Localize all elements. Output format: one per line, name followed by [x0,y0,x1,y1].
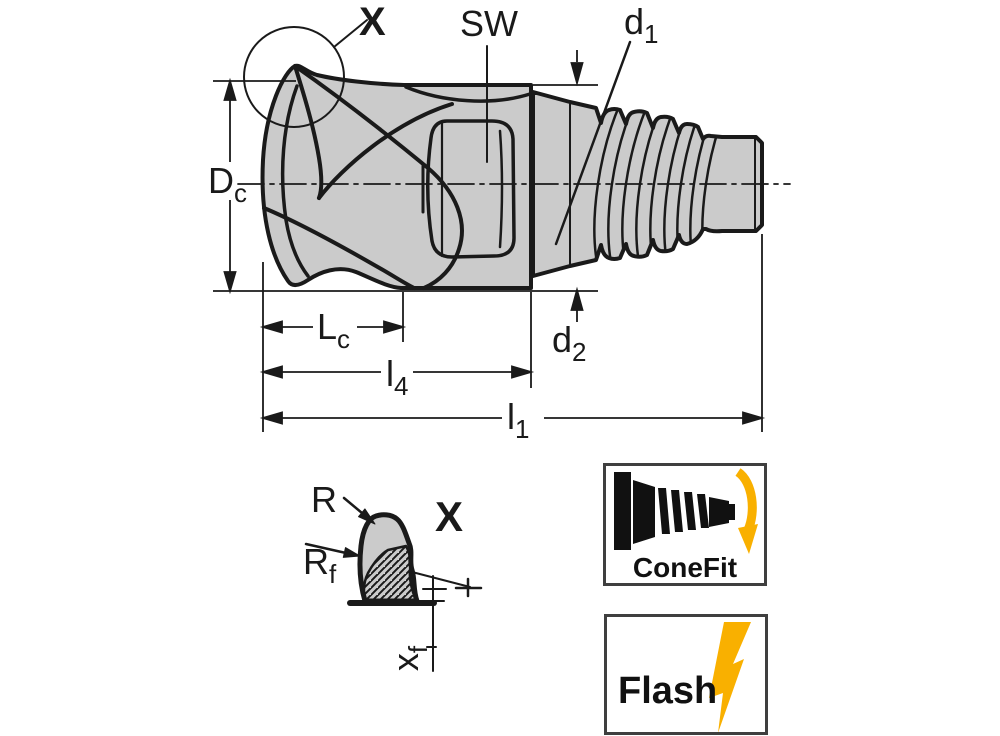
x-leader-line [333,19,368,48]
arrowhead [570,286,584,311]
flash-badge: Flash [604,614,768,735]
arrowhead [259,365,283,379]
detail-x-view [304,496,483,672]
detail-hatched-area [362,544,418,603]
rear-flute-top-edge [404,85,532,103]
rf-leader-arrow [304,542,361,558]
flute-lines [262,64,532,290]
label-rf: Rf [303,541,337,589]
label-d2: d2 [552,319,587,367]
d1-leader-line [554,40,632,246]
arrowhead [742,411,766,425]
label-x-marker: X [359,0,386,44]
dimensions [213,50,766,432]
cone-flange [614,472,631,550]
rotation-arrow-icon [735,468,758,554]
main-cutting-edge [293,64,464,290]
label-lc: Lc [317,306,351,354]
arrowhead [383,320,407,334]
arrowhead [511,365,535,379]
cone-thread-stripe [658,488,670,534]
label-l4: l4 [386,353,409,401]
cone-tip [709,497,729,527]
label-x-detail: X [435,493,464,540]
cone-tip-nub [729,504,735,520]
detail-circle [243,26,345,128]
arrowhead [259,411,283,425]
cone-thread-stripe [671,490,683,532]
tangent-leader-line [411,571,471,588]
label-xf: xf [385,645,434,672]
label-d1: d1 [624,1,659,49]
cone-collar [633,480,655,544]
label-dc: Dc [208,160,247,208]
gash-edge-a [293,64,324,200]
xf-dimension [411,571,483,672]
arrowhead [259,320,283,334]
dimension-l4 [259,365,535,379]
lightning-bolt-icon [709,622,751,732]
dimension-l1 [259,411,766,425]
label-r: R [311,479,337,520]
flash-label: Flash [618,670,718,712]
dimension-lc [259,320,407,334]
conefit-badge: ConeFit [603,463,767,586]
ball-inner-edge [280,84,310,278]
flute-band-lower-edge [262,206,416,290]
arrowhead [223,271,237,295]
dimension-dc [223,77,237,295]
conefit-icon [614,468,758,554]
cone-thread-stripe [697,494,709,528]
label-sw: SW [460,3,518,44]
r-leader-arrow [342,496,376,525]
gash-edge-b [317,102,454,200]
hex-socket-inner-right [498,129,504,249]
dimension-d2 [570,50,584,322]
tangent-plus-mark [454,577,483,598]
main-view [237,19,791,290]
cone-thread-stripe [684,492,696,530]
arrowhead [223,77,237,101]
hex-socket-outline [425,119,516,259]
conefit-label: ConeFit [632,552,738,583]
label-l1: l1 [507,396,530,444]
arrowhead [570,62,584,87]
hex-socket [421,119,516,259]
